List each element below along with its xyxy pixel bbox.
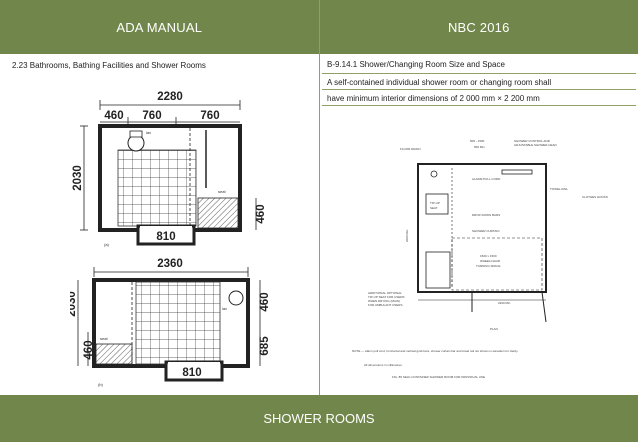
- plan-a-label: (a): [104, 242, 110, 247]
- label-turning-2: WHEELCHAIR: [480, 259, 501, 263]
- label-clothes-hooks: CLOTHES HOOKS: [582, 195, 608, 199]
- plan-b-opening: 810: [182, 367, 201, 379]
- rule-1: [322, 73, 636, 74]
- label-dim-top1: 500 - 1500: [470, 139, 485, 143]
- header-left-title: ADA MANUAL: [0, 0, 320, 54]
- label-additional-2: TIP-UP SEAT FOR USERS: [368, 295, 405, 299]
- right-para-line2: have minimum interior dimensions of 2 00…: [327, 94, 540, 103]
- rule-3: [322, 105, 636, 106]
- nbc-shower-room-figure: FLOOR DRAIN 500 - 1500 500 Min SHOWER CO…: [322, 112, 634, 394]
- plan-b-side-mid: 685: [259, 336, 271, 356]
- label-caption: FIG. 85 SELF-CONTAINED SHOWER ROOM FOR I…: [392, 375, 485, 379]
- label-turning-1: 1500 x 1500: [480, 254, 497, 258]
- label-note2: All dimensions in millimetres.: [364, 363, 403, 367]
- plan-a-depth: 2030: [72, 165, 84, 191]
- label-additional-3: WHEN DRYING (MAIN): [368, 299, 400, 303]
- plan-a-overall-width: 2280: [157, 91, 183, 103]
- label-additional-1: ADDITIONAL OPTIONAL: [368, 291, 402, 295]
- left-section-title: 2.23 Bathrooms, Bathing Facilities and S…: [12, 61, 206, 70]
- right-section-title: B-9.14.1 Shower/Changing Room Size and S…: [327, 60, 505, 69]
- label-shower-control: SHOWER CONTROL AND: [514, 139, 551, 143]
- plan-b-label: (b): [98, 382, 104, 387]
- label-plan: PLAN: [490, 327, 498, 331]
- left-plans-drawing: 2280 460 760 760 lav seat 810 (a) 2030 4…: [70, 91, 271, 387]
- label-alarm-cord: ALARM PULL CORD: [472, 177, 501, 181]
- label-note: NOTE — Alarm pull cord, horizontal and v…: [352, 349, 518, 353]
- label-towel-rail: TOWEL RAIL: [550, 187, 568, 191]
- header-bar: ADA MANUAL NBC 2016: [0, 0, 638, 54]
- label-dim-side-left: 2000 Min: [405, 229, 409, 242]
- plan-b-side-top: 460: [259, 292, 271, 311]
- header-right-title: NBC 2016: [319, 0, 638, 54]
- plan-b-seat-tag: seat: [100, 336, 108, 341]
- plan-a-opening: 810: [156, 231, 175, 243]
- label-dropdown-bars: DROP-DOWN BARS: [472, 213, 500, 217]
- column-divider: [319, 54, 320, 395]
- plan-a-seat: [197, 197, 239, 229]
- label-tipup-seat2: SEAT: [430, 206, 438, 210]
- plan-a-seg2: 760: [142, 110, 161, 122]
- label-dim-top2: 500 Min: [474, 145, 485, 149]
- label-tipup-seat: TIP-UP: [430, 201, 440, 205]
- plan-b-depth: 2030: [70, 291, 78, 317]
- plan-a-side: 460: [255, 204, 267, 223]
- right-para-line1: A self-contained individual shower room …: [327, 78, 552, 87]
- plan-a-lav-tag: lav: [146, 130, 151, 135]
- plan-b-seat: [95, 343, 133, 365]
- plan-b-tiled-floor: [135, 281, 221, 365]
- plan-a-seg1: 460: [104, 110, 123, 122]
- label-floor-drain: FLOOR DRAIN: [400, 147, 421, 151]
- plan-a-tiled-floor: [117, 149, 197, 227]
- plan-b-lav-tag: lav: [222, 306, 227, 311]
- label-shower-head: ADJUSTABLE SHOWER HEAD: [514, 143, 557, 147]
- plan-b-lavatory: [228, 290, 244, 306]
- footer-bar: SHOWER ROOMS: [0, 395, 638, 442]
- plan-a-seat-tag: seat: [218, 189, 226, 194]
- label-turning-3: TURNING SPACE: [476, 264, 500, 268]
- label-shower-curtain: SHOWER CURTAIN: [472, 229, 499, 233]
- plan-a-seg3: 760: [200, 110, 219, 122]
- label-dim-bottom: 2200 Min: [498, 301, 511, 305]
- plan-b-side-left: 460: [83, 340, 95, 359]
- rule-2: [322, 89, 636, 90]
- label-additional-4: FOR AMBULANT USERS: [368, 303, 402, 307]
- plan-b-overall-width: 2360: [157, 258, 183, 270]
- nbc-room-outline: [417, 163, 547, 293]
